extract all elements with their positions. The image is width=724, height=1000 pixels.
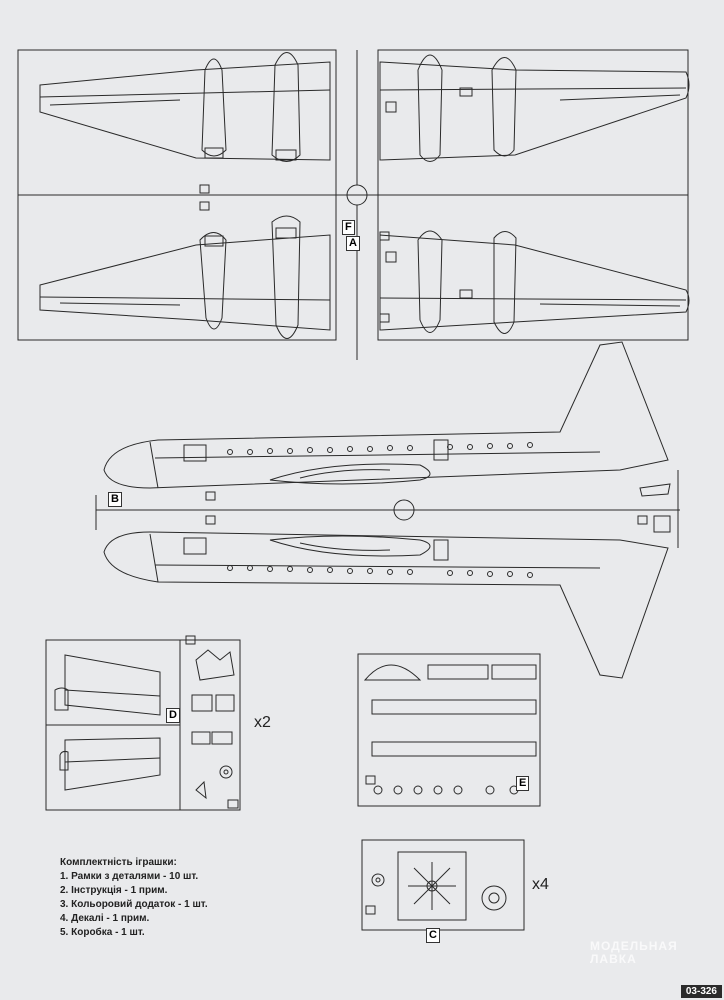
- kit-contents-item: 2. Інструкція - 1 прим.: [60, 885, 168, 896]
- sprue-label-c: C: [426, 928, 440, 943]
- sprue-label-d: D: [166, 708, 180, 723]
- e-sprue-frame: [357, 653, 541, 807]
- kit-contents-item: 1. Рамки з деталями - 10 шт.: [60, 871, 199, 882]
- d-sprue-frame: [45, 639, 241, 811]
- wing-lower-right: [379, 230, 690, 334]
- wing-upper-left: [39, 52, 331, 162]
- catalog-number: 03-326: [680, 985, 722, 998]
- sprue-label-f: F: [342, 220, 355, 235]
- wing-sprue-frame: [17, 49, 689, 360]
- kit-contents-item: 4. Декалі - 1 прим.: [60, 913, 150, 924]
- sprue-label-a: A: [346, 236, 360, 251]
- watermark-logo: МОДЕЛЬНАЯ ЛАВКА: [562, 940, 678, 966]
- attachment-markers: [185, 184, 648, 915]
- kit-contents-title: Комплектність іграшки:: [60, 857, 177, 868]
- fuselage-lower: [103, 531, 669, 679]
- window-row-lower: [227, 565, 533, 578]
- c-sprue-multiplier: x4: [532, 876, 549, 893]
- sprue-label-b: B: [108, 492, 122, 507]
- sprue-label-e: E: [516, 776, 530, 791]
- wing-upper-right: [379, 54, 690, 162]
- watermark-line-2: ЛАВКА: [590, 952, 637, 966]
- fuselage-sprue-frame: [95, 470, 680, 548]
- d-sprue-multiplier: x2: [254, 714, 271, 731]
- kit-contents-item: 3. Кольоровий додаток - 1 шт.: [60, 899, 208, 910]
- c-sprue-frame: [361, 839, 525, 931]
- kit-contents: Комплектність іграшки: 1. Рамки з деталя…: [60, 856, 280, 940]
- wing-lower-left: [39, 215, 331, 339]
- window-row-upper: [227, 442, 533, 455]
- tail-small-parts: [639, 483, 671, 533]
- fuselage-upper: [103, 341, 669, 489]
- watermark-line-1: МОДЕЛЬНАЯ: [590, 939, 678, 953]
- kit-contents-item: 5. Коробка - 1 шт.: [60, 927, 145, 938]
